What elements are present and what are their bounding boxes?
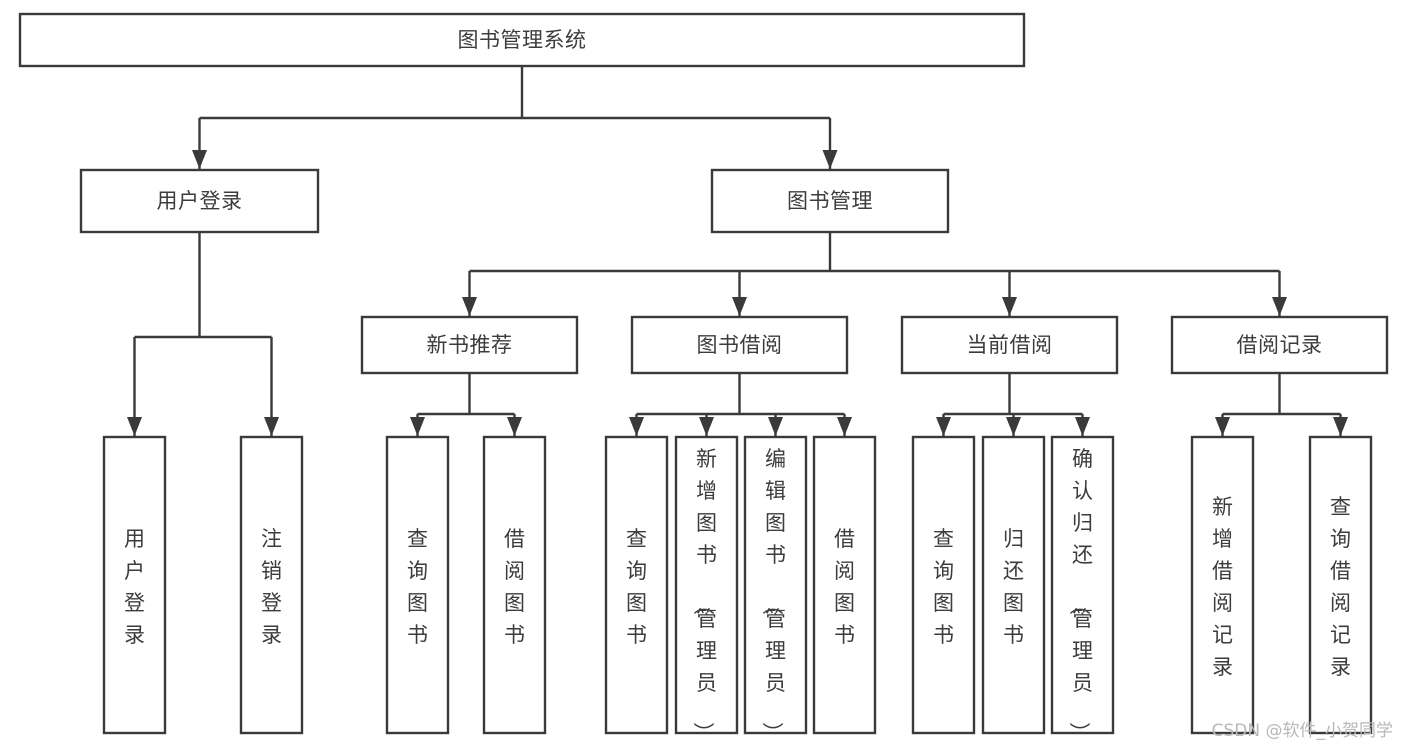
node-leaf-user-logout[interactable]: 注销登录	[239, 435, 304, 735]
node-label: 图书管理系统	[458, 28, 587, 52]
arrow-head-icon	[127, 417, 142, 436]
arrow-head-icon	[507, 417, 522, 436]
node-label: 查询图书	[626, 527, 647, 647]
node-label: 编辑图书（管理员）	[760, 447, 786, 743]
arrow-head-icon	[822, 150, 838, 169]
arrow-head-icon	[410, 417, 425, 436]
arrow-head-icon	[629, 417, 644, 436]
node-leaf-query-book-borrow[interactable]: 查询图书	[604, 435, 669, 735]
node-current-borrow[interactable]: 当前借阅	[900, 315, 1119, 375]
node-leaf-add-book-admin[interactable]: 新增图书（管理员）	[674, 435, 739, 743]
node-leaf-user-login[interactable]: 用户登录	[102, 435, 167, 735]
node-box[interactable]	[482, 435, 547, 735]
node-box[interactable]	[1308, 435, 1373, 735]
node-leaf-confirm-return-admin[interactable]: 确认归还（管理员）	[1050, 435, 1115, 743]
node-book-borrow[interactable]: 图书借阅	[630, 315, 849, 375]
node-leaf-return-book[interactable]: 归还图书	[981, 435, 1046, 735]
node-box[interactable]	[1190, 435, 1255, 735]
arrow-head-icon	[1075, 417, 1090, 436]
node-leaf-borrow-book-recommend[interactable]: 借阅图书	[482, 435, 547, 735]
node-label: 注销登录	[261, 527, 282, 647]
node-leaf-add-borrow-record[interactable]: 新增借阅记录	[1190, 435, 1255, 735]
node-label: 新增借阅记录	[1212, 495, 1233, 679]
node-leaf-query-book-current[interactable]: 查询图书	[911, 435, 976, 735]
node-label: 借阅记录	[1237, 333, 1323, 357]
node-layer: 图书管理系统用户登录图书管理新书推荐图书借阅当前借阅借阅记录用户登录注销登录查询…	[18, 12, 1389, 743]
node-box[interactable]	[604, 435, 669, 735]
arrow-head-icon	[1272, 297, 1287, 316]
node-leaf-edit-book-admin[interactable]: 编辑图书（管理员）	[743, 435, 808, 743]
node-box[interactable]	[981, 435, 1046, 735]
node-box[interactable]	[900, 315, 1119, 375]
arrow-head-icon	[732, 297, 747, 316]
node-box[interactable]	[911, 435, 976, 735]
arrow-head-icon	[462, 297, 477, 316]
node-borrow-record[interactable]: 借阅记录	[1170, 315, 1389, 375]
node-label: 查询图书	[407, 527, 428, 647]
node-box[interactable]	[812, 435, 877, 735]
node-box[interactable]	[630, 315, 849, 375]
node-label: 图书借阅	[697, 333, 783, 357]
node-leaf-borrow-book[interactable]: 借阅图书	[812, 435, 877, 735]
node-box[interactable]	[1170, 315, 1389, 375]
arrow-head-icon	[768, 417, 783, 436]
node-label: 用户登录	[157, 189, 243, 213]
arrow-head-icon	[1215, 417, 1230, 436]
arrow-head-icon	[936, 417, 951, 436]
node-book-management[interactable]: 图书管理	[710, 168, 950, 234]
node-label: 查询图书	[933, 527, 954, 647]
node-box[interactable]	[18, 12, 1026, 68]
node-label: 确认归还（管理员）	[1067, 447, 1093, 743]
node-label: 当前借阅	[967, 333, 1053, 357]
node-label: 归还图书	[1003, 527, 1024, 647]
node-label: 查询借阅记录	[1330, 495, 1351, 679]
node-label: 图书管理	[787, 189, 873, 213]
arrow-head-icon	[1333, 417, 1348, 436]
connector-layer	[127, 66, 1348, 436]
node-label: 借阅图书	[504, 527, 525, 647]
arrow-head-icon	[699, 417, 714, 436]
node-box[interactable]	[1050, 435, 1115, 735]
node-label: 用户登录	[124, 527, 145, 647]
node-label: 借阅图书	[834, 527, 855, 647]
node-box[interactable]	[385, 435, 450, 735]
node-root[interactable]: 图书管理系统	[18, 12, 1026, 68]
node-label: 新书推荐	[427, 333, 513, 357]
node-leaf-query-borrow-record[interactable]: 查询借阅记录	[1308, 435, 1373, 735]
node-label: 新增图书（管理员）	[691, 447, 717, 743]
arrow-head-icon	[1002, 297, 1017, 316]
node-box[interactable]	[674, 435, 739, 735]
node-new-book-recommend[interactable]: 新书推荐	[360, 315, 579, 375]
node-box[interactable]	[743, 435, 808, 735]
arrow-head-icon	[264, 417, 279, 436]
node-user-login[interactable]: 用户登录	[79, 168, 320, 234]
arrow-head-icon	[1006, 417, 1021, 436]
arrow-head-icon	[837, 417, 852, 436]
node-box[interactable]	[360, 315, 579, 375]
node-box[interactable]	[79, 168, 320, 234]
node-box[interactable]	[102, 435, 167, 735]
node-box[interactable]	[710, 168, 950, 234]
node-box[interactable]	[239, 435, 304, 735]
arrow-head-icon	[192, 150, 207, 169]
node-leaf-query-book-recommend[interactable]: 查询图书	[385, 435, 450, 735]
